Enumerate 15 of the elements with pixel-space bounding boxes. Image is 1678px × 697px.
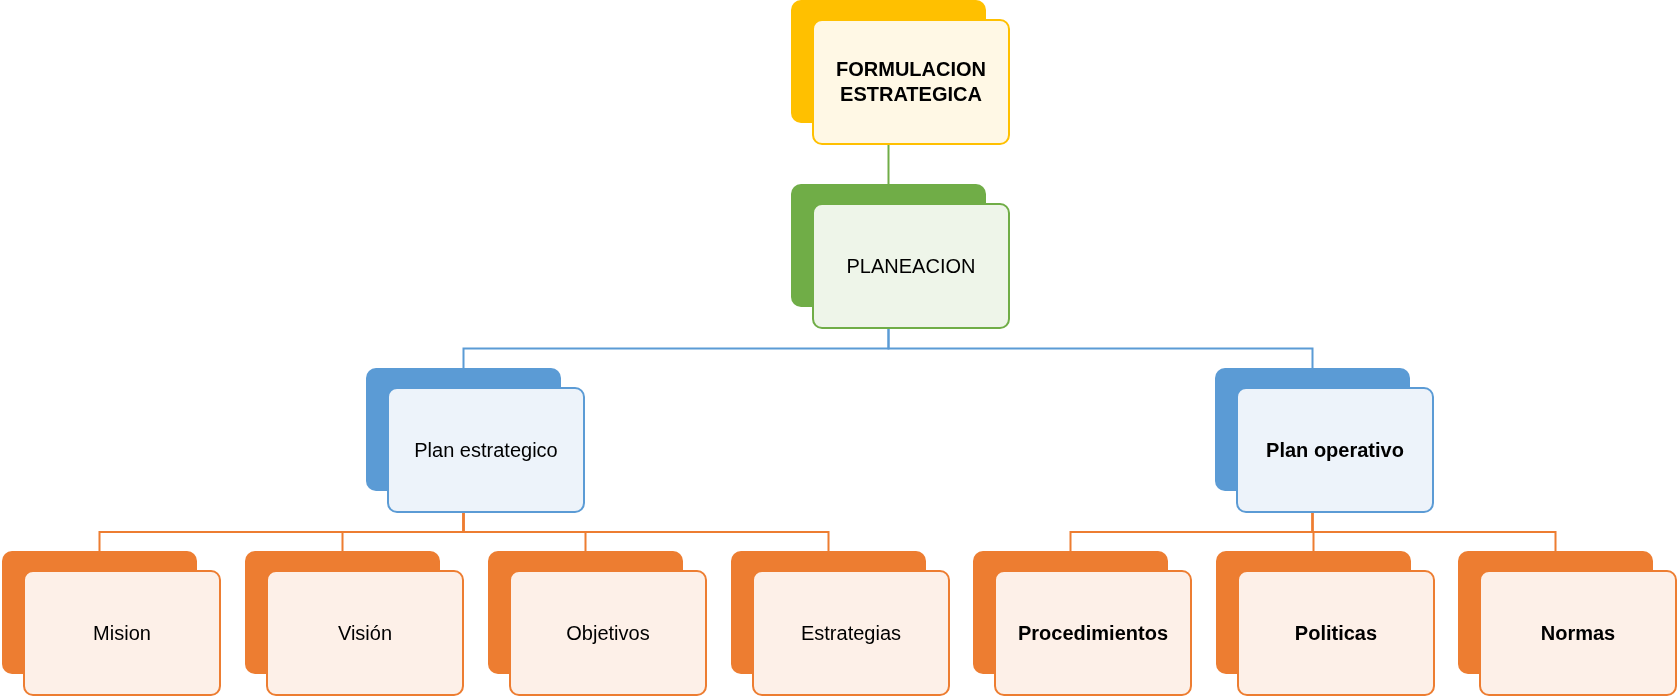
box-label: Plan operativo bbox=[1266, 437, 1404, 463]
box-label: Visión bbox=[337, 620, 393, 646]
box-label: Plan estrategico bbox=[414, 437, 558, 463]
box-label: Politicas bbox=[1294, 620, 1378, 646]
connector-line bbox=[462, 512, 830, 552]
connector-line bbox=[887, 144, 890, 185]
box-label: Mision bbox=[93, 620, 151, 646]
box-label: Estrategias bbox=[800, 620, 902, 646]
connector-line bbox=[887, 328, 1314, 369]
box-label: Normas bbox=[1540, 620, 1616, 646]
box-label: PLANEACION bbox=[846, 253, 976, 279]
box-label: Objetivos bbox=[566, 620, 650, 646]
box-label: Procedimientos bbox=[1017, 620, 1168, 646]
box-label: FORMULACION ESTRATEGICA bbox=[835, 57, 987, 107]
connector-line bbox=[1311, 512, 1557, 552]
